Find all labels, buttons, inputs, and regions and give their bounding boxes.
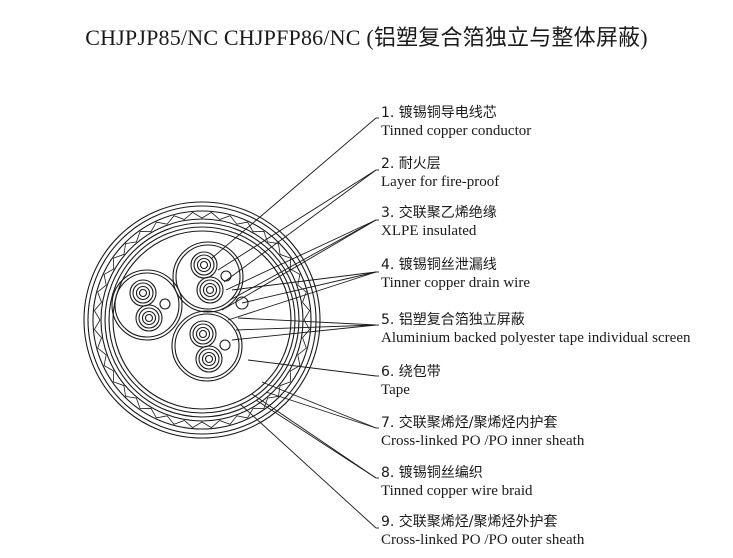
leader-line-7-1 bbox=[261, 381, 377, 429]
component-3-en: XLPE insulated bbox=[381, 223, 477, 239]
pair-bottom-core-2-fireproof bbox=[198, 348, 220, 370]
pair-top-core-1-fireproof bbox=[193, 254, 215, 276]
component-7-zh: 7. 交联聚烯烃/聚烯烃内护套 bbox=[381, 415, 558, 431]
component-5-zh: 5. 铝塑复合箔独立屏蔽 bbox=[381, 312, 525, 328]
leader-line-6-1 bbox=[247, 359, 377, 377]
pair-top-core-2-strand bbox=[205, 285, 215, 295]
overall-screen-ring bbox=[112, 230, 292, 410]
component-8-en: Tinned copper wire braid bbox=[381, 483, 533, 499]
leader-line-8-2 bbox=[255, 399, 377, 479]
pair-top-screen-inner bbox=[175, 244, 241, 310]
pair-left-core-2-insulation bbox=[135, 304, 163, 332]
component-8-zh: 8. 镀锡铜丝编织 bbox=[381, 465, 483, 481]
pair-top-core-1-insulation bbox=[190, 251, 218, 279]
component-7-en: Cross-linked PO /PO inner sheath bbox=[381, 433, 585, 449]
leader-line-5-3 bbox=[231, 324, 377, 341]
pair-left-core-1-conductor bbox=[135, 285, 151, 301]
component-9-label: 9. 交联聚烯烃/聚烯烃外护套 Cross-linked PO /PO oute… bbox=[381, 513, 584, 549]
pair-left-core-1-insulation bbox=[129, 279, 157, 307]
pair-top-core-1-conductor bbox=[196, 257, 212, 273]
leader-line-3-1 bbox=[225, 219, 377, 291]
leader-line-4-1 bbox=[231, 271, 377, 291]
pair-top-drain-wire bbox=[220, 270, 232, 282]
pair-top-screen-outer bbox=[172, 241, 244, 313]
pair-bottom-core-2-insulation bbox=[195, 345, 223, 373]
pair-bottom-core-1-insulation bbox=[189, 320, 217, 348]
component-2-en: Layer for fire-proof bbox=[381, 174, 500, 190]
inner-sheath-ring bbox=[104, 222, 300, 418]
tape-ring bbox=[108, 226, 296, 414]
pair-bottom-core-1-fireproof bbox=[192, 323, 214, 345]
pair-left-core-1-strand bbox=[138, 288, 148, 298]
pair-left-core-2-strand bbox=[144, 313, 154, 323]
component-6-label: 6. 绕包带 Tape bbox=[381, 363, 441, 399]
leader-line-5-1 bbox=[237, 317, 377, 326]
pair-top-core-1-strand bbox=[199, 260, 209, 270]
component-9-en: Cross-linked PO /PO outer sheath bbox=[381, 532, 585, 548]
pair-top-core-2-conductor bbox=[202, 282, 218, 298]
component-6-en: Tape bbox=[381, 382, 410, 398]
leader-line-9-1 bbox=[239, 403, 377, 529]
outer-sheath-inner-ring bbox=[87, 205, 317, 435]
pair-bottom-screen-outer bbox=[171, 310, 243, 382]
component-4-label: 4. 镀锡铜丝泄漏线 Tinner copper drain wire bbox=[381, 256, 530, 292]
pair-bottom-core-1-conductor bbox=[195, 326, 211, 342]
pair-left-core-1-fireproof bbox=[132, 282, 154, 304]
component-8-label: 8. 镀锡铜丝编织 Tinned copper wire braid bbox=[381, 464, 533, 500]
component-2-zh: 2. 耐火层 bbox=[381, 156, 441, 172]
component-4-en: Tinner copper drain wire bbox=[381, 275, 530, 291]
component-6-zh: 6. 绕包带 bbox=[381, 364, 441, 380]
component-3-label: 3. 交联聚乙烯绝缘 XLPE insulated bbox=[381, 204, 497, 240]
leader-line-3-2 bbox=[229, 219, 377, 301]
component-1-label: 1. 镀锡铜导电线芯 Tinned copper conductor bbox=[381, 104, 531, 140]
component-7-label: 7. 交联聚烯烃/聚烯烃内护套 Cross-linked PO /PO inne… bbox=[381, 414, 584, 450]
pair-left-screen-outer bbox=[111, 269, 183, 341]
overall-drain-wire bbox=[235, 296, 249, 310]
diagram-title: CHJPJP85/NC CHJPFP86/NC (铝塑复合箔独立与整体屏蔽) bbox=[85, 25, 648, 50]
pair-bottom-core-2-strand bbox=[204, 354, 214, 364]
pair-top-core-2-insulation bbox=[196, 276, 224, 304]
component-4-zh: 4. 镀锡铜丝泄漏线 bbox=[381, 257, 497, 273]
braid-outer-ring bbox=[92, 210, 312, 430]
pair-top-core-2-fireproof bbox=[199, 279, 221, 301]
component-9-zh: 9. 交联聚烯烃/聚烯烃外护套 bbox=[381, 514, 558, 530]
leader-line-7-2 bbox=[265, 391, 377, 429]
pair-left-core-2-conductor bbox=[141, 310, 157, 326]
component-1-en: Tinned copper conductor bbox=[381, 123, 532, 139]
braid-weave bbox=[93, 211, 311, 429]
leader-line-5-2 bbox=[235, 324, 377, 331]
leader-line-1-1 bbox=[211, 117, 377, 259]
pair-bottom-drain-wire bbox=[219, 339, 231, 351]
leader-line-8-1 bbox=[251, 393, 377, 479]
component-2-label: 2. 耐火层 Layer for fire-proof bbox=[381, 155, 499, 191]
component-1-zh: 1. 镀锡铜导电线芯 bbox=[381, 105, 497, 121]
component-5-label: 5. 铝塑复合箔独立屏蔽 Aluminium backed polyester … bbox=[381, 311, 691, 347]
leader-line-2-1 bbox=[217, 169, 377, 271]
leader-line-4-3 bbox=[227, 271, 377, 321]
pair-left-core-2-fireproof bbox=[138, 307, 160, 329]
pair-left-screen-inner bbox=[114, 272, 180, 338]
pair-bottom-core-1-strand bbox=[198, 329, 208, 339]
pair-bottom-core-2-conductor bbox=[201, 351, 217, 367]
leader-line-4-2 bbox=[241, 271, 377, 304]
outer-sheath-ring bbox=[83, 201, 321, 439]
component-3-zh: 3. 交联聚乙烯绝缘 bbox=[381, 205, 497, 221]
leader-line-2-2 bbox=[223, 169, 377, 283]
braid-inner-ring bbox=[100, 218, 304, 422]
component-5-en: Aluminium backed polyester tape individu… bbox=[381, 330, 691, 346]
pair-left-drain-wire bbox=[159, 298, 171, 310]
leader-line-3-3 bbox=[221, 219, 377, 311]
pair-bottom-screen-inner bbox=[174, 313, 240, 379]
